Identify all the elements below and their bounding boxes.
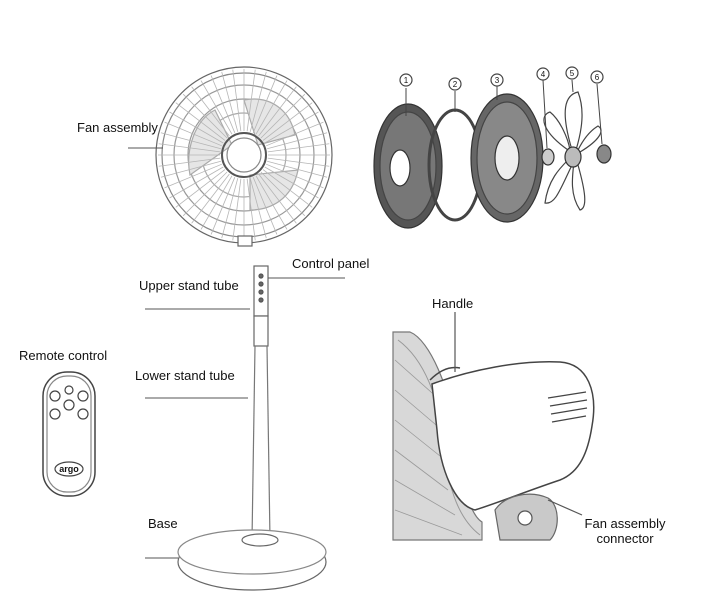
fan-assembly-label: Fan assembly: [77, 120, 158, 135]
grill-spoke: [255, 175, 288, 230]
grill-spoke: [221, 178, 239, 239]
grill-spoke: [246, 178, 256, 241]
fan-assembly-connector-label-line1: Fan assembly: [584, 516, 666, 531]
grill-spoke: [210, 75, 236, 133]
grill-spoke: [267, 157, 330, 167]
remote-logo: argo: [59, 464, 79, 474]
grill-spoke: [232, 178, 242, 241]
grill-spoke: [175, 169, 226, 208]
grill-spoke: [164, 163, 222, 189]
grill-spoke: [255, 80, 288, 135]
grill-spoke: [200, 175, 233, 230]
remote-control-illustration: [42, 371, 96, 497]
grill-spoke: [249, 71, 267, 132]
grill-spoke: [160, 132, 221, 150]
fan-head-illustration: [155, 66, 333, 247]
exploded-view-illustration: [373, 66, 612, 229]
grill-spoke: [169, 166, 224, 199]
grill-spoke: [262, 102, 313, 141]
grill-spoke: [267, 160, 328, 178]
grill-spoke: [266, 121, 324, 147]
grill-spoke: [210, 177, 236, 235]
lower-stand-tube-label: Lower stand tube: [135, 368, 235, 383]
grill-spoke: [266, 163, 324, 189]
grill-spoke: [264, 111, 319, 144]
grill-spoke: [260, 93, 306, 139]
grill-spoke: [221, 71, 239, 132]
grill-spoke: [262, 169, 313, 208]
part-number-2: 2: [452, 80, 458, 89]
fan-assembly-connector-label-line2: connector: [596, 531, 654, 546]
part-number-4: 4: [540, 70, 546, 79]
stand-illustration: [177, 265, 327, 591]
grill-spoke: [267, 132, 328, 150]
grill-spoke: [160, 160, 221, 178]
grill-spoke: [175, 102, 226, 141]
part-number-6: 6: [594, 73, 600, 82]
grill-spoke: [158, 143, 221, 153]
handle-closeup-illustration: [392, 312, 595, 541]
grill-spoke: [258, 86, 297, 137]
part-number-1: 1: [403, 76, 409, 85]
handle-label: Handle: [432, 296, 474, 311]
grill-spoke: [252, 177, 278, 235]
grill-spoke: [258, 173, 297, 224]
grill-spoke: [232, 69, 242, 132]
grill-spoke: [169, 111, 224, 144]
grill-spoke: [249, 178, 267, 239]
grill-spoke: [191, 173, 230, 224]
grill-spoke: [246, 69, 256, 132]
fan-assembly-connector-label: Fan assembly connector: [576, 516, 674, 546]
grill-spoke: [267, 143, 330, 153]
remote-control-label: Remote control: [19, 348, 108, 363]
grill-spoke: [200, 80, 233, 135]
control-panel-label: Control panel: [292, 256, 370, 271]
grill-spoke: [158, 157, 221, 167]
grill-spoke: [252, 75, 278, 133]
grill-spoke: [182, 93, 228, 139]
upper-stand-tube-label: Upper stand tube: [139, 278, 239, 293]
grill-spoke: [264, 166, 319, 199]
grill-spoke: [182, 171, 228, 217]
grill-spoke: [260, 171, 306, 217]
grill-spoke: [191, 86, 230, 137]
part-number-5: 5: [569, 69, 575, 78]
base-label: Base: [148, 516, 178, 531]
leader-lines: [128, 147, 345, 559]
part-number-3: 3: [494, 76, 500, 85]
grill-spoke: [164, 121, 222, 147]
